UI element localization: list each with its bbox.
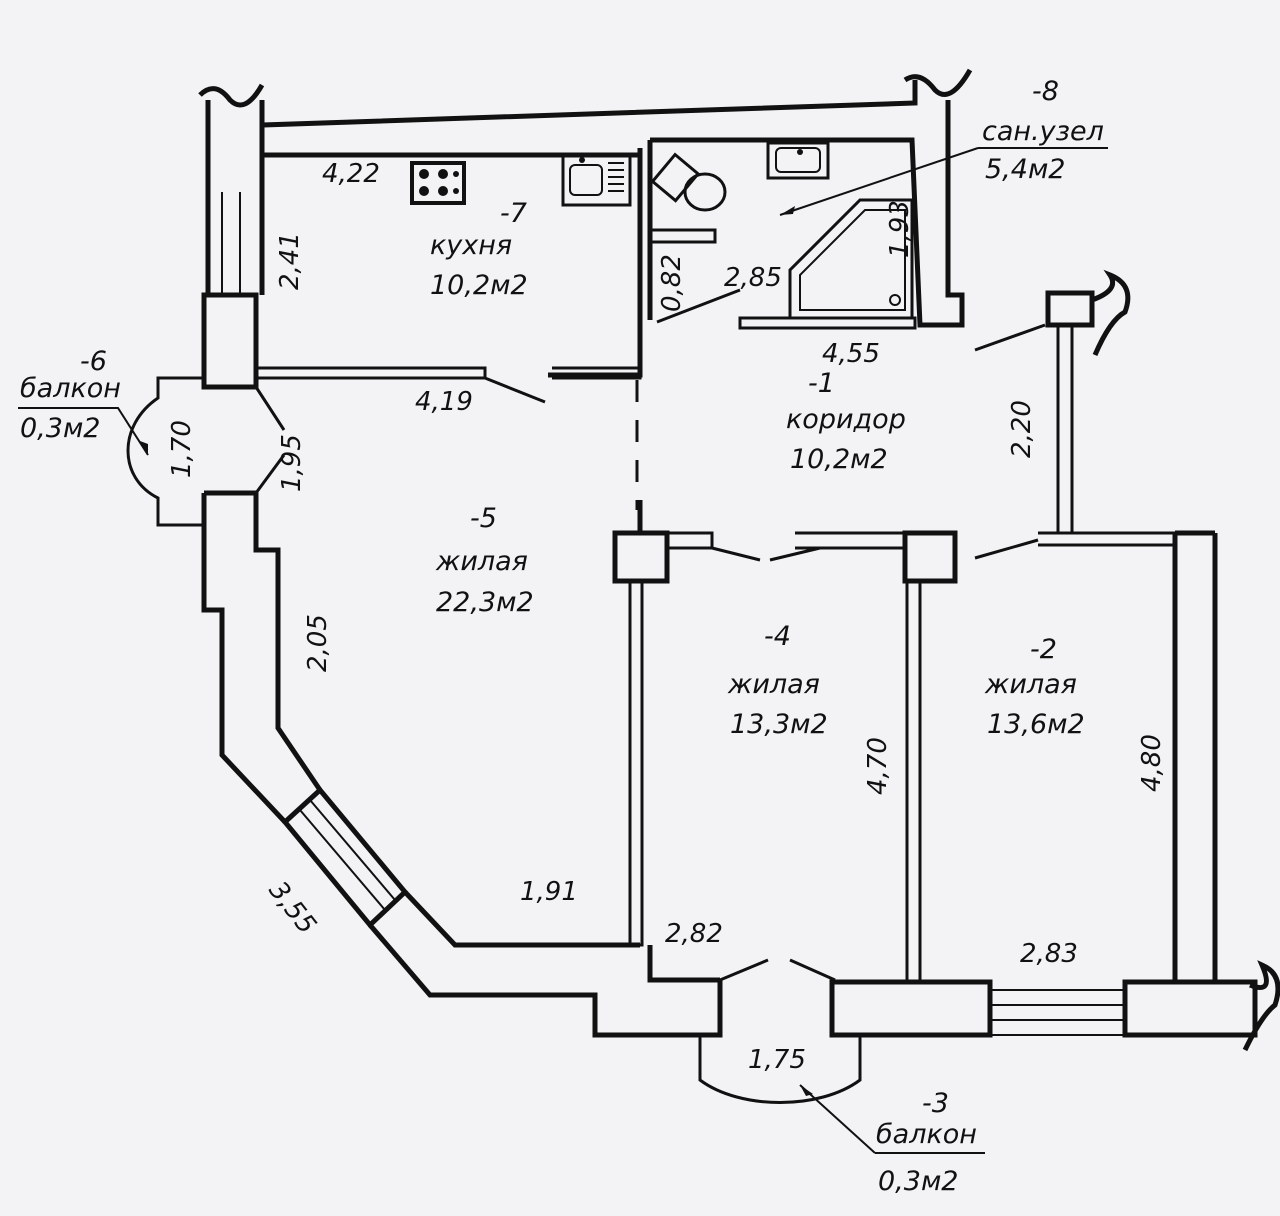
corridor-right-pillar: [1045, 290, 1095, 328]
balcony6: [126, 376, 204, 527]
diag-window-glass: [299, 799, 396, 911]
kitchen-left-wall: [205, 155, 265, 295]
room1-num: -1: [808, 368, 835, 399]
leader-lines: [18, 147, 1108, 1154]
pillar-a-box: [612, 530, 670, 584]
dim-living4-bottom: 2,82: [665, 919, 723, 949]
dim-bath-gap: 0,82: [657, 254, 687, 312]
dimension-labels: 4,22 2,41 4,19 0,82 2,85 1,93 4,55 2,20 …: [167, 159, 1167, 1075]
corridor-swing: [974, 323, 1046, 352]
dim-bath-width: 2,85: [724, 263, 782, 293]
room4-area: 13,3м2: [730, 709, 828, 740]
room7-area: 10,2м2: [430, 270, 528, 301]
top-outer-wall: [205, 80, 918, 192]
room8-area: 5,4м2: [985, 154, 1066, 185]
dim-living2-depth: 4,80: [1137, 734, 1167, 792]
living4-living2-wall: [905, 581, 922, 980]
dim-corridor-depth: 2,20: [1007, 400, 1037, 458]
room8-name: сан.узел: [982, 116, 1104, 147]
kitchen-door-swing: [484, 376, 546, 404]
shower-tray-icon: [788, 198, 914, 320]
top-break-left: [198, 83, 265, 108]
dim-kitchen-depth: 2,41: [275, 232, 305, 290]
kitchen-bottom-right: [552, 366, 642, 380]
right-break-top: [1091, 269, 1131, 356]
room3-area: 0,3м2: [878, 1166, 959, 1197]
living2-window: [990, 989, 1125, 1036]
balcony3: [698, 1033, 862, 1104]
room6-num: -6: [80, 346, 107, 377]
balcony6-door-swing: [254, 386, 286, 494]
living5-living4-wall: [628, 582, 644, 947]
dim-balcony6-width: 1,70: [167, 420, 197, 478]
living2-door-swing: [974, 538, 1039, 560]
room-labels: -8 сан.узел 5,4м2 -7 кухня 10,2м2 -1 кор…: [20, 76, 1104, 1197]
room2-num: -2: [1030, 634, 1057, 665]
top-break-right: [903, 68, 973, 97]
dim-living5-diag: 3,55: [262, 876, 321, 940]
stove-icon: [410, 161, 466, 205]
living4-left-lower: [647, 945, 720, 983]
balcony3-door-swing: [719, 958, 836, 982]
living5-left-wall: [201, 490, 323, 824]
bottom-pillar-right: [1122, 979, 1258, 1038]
dim-bath-depth: 1,93: [885, 200, 915, 258]
bath-leader: [779, 147, 1108, 216]
living4-top-right: [795, 531, 907, 550]
right-break-bottom: [1242, 960, 1280, 1052]
room4-name: жилая: [727, 669, 820, 700]
dim-living5-left-mid: 2,05: [303, 614, 333, 672]
bottom-pillar-left: [829, 979, 993, 1038]
living4-door-swing: [711, 546, 821, 562]
room7-name: кухня: [430, 230, 512, 261]
dim-living5-bottom: 1,91: [520, 877, 578, 907]
balcony3-leader: [799, 1084, 985, 1154]
room5-name: жилая: [435, 546, 528, 577]
balcony6-leader: [18, 407, 149, 456]
room6-name: балкон: [20, 373, 121, 404]
kitchen-window: [221, 192, 241, 295]
room3-num: -3: [922, 1088, 949, 1119]
kitchen-bottom-wall: [258, 366, 487, 380]
right-outer-wall: [1172, 530, 1218, 982]
room5-num: -5: [470, 503, 497, 534]
pillar-b-box: [902, 530, 958, 584]
dim-living4-depth: 4,70: [863, 737, 893, 795]
left-pillar: [201, 292, 259, 390]
kitchen-sink-icon: [561, 153, 632, 207]
room2-area: 13,6м2: [987, 709, 1085, 740]
bath-sink-icon: [766, 141, 830, 180]
dim-kitchen-bottom: 4,19: [415, 387, 473, 417]
living2-top: [1038, 531, 1177, 547]
room3-name: балкон: [876, 1119, 977, 1150]
toilet-icon: [650, 152, 727, 212]
dim-kitchen-width: 4,22: [322, 159, 380, 189]
room1-area: 10,2м2: [790, 444, 888, 475]
fixtures: [410, 141, 914, 320]
room7-num: -7: [500, 198, 527, 229]
room4-num: -4: [764, 621, 791, 652]
bath-inner-partition: [650, 228, 717, 244]
bath-top: [650, 100, 965, 328]
dim-living2-bottom: 2,83: [1020, 939, 1078, 969]
room6-area: 0,3м2: [20, 413, 101, 444]
room1-name: коридор: [786, 404, 906, 435]
room8-num: -8: [1032, 76, 1059, 107]
living5-bottom-diag: [368, 890, 723, 1038]
bath-door-swing: [656, 288, 741, 324]
dim-balcony3-width: 1,75: [748, 1045, 806, 1075]
room5-area: 22,3м2: [436, 587, 534, 618]
dim-living5-left-upper: 1,95: [277, 434, 307, 492]
dim-corridor-width: 4,55: [822, 339, 880, 369]
living4-top-left: [667, 531, 714, 550]
room2-name: жилая: [984, 669, 1077, 700]
corridor-right-wall: [1056, 325, 1074, 533]
